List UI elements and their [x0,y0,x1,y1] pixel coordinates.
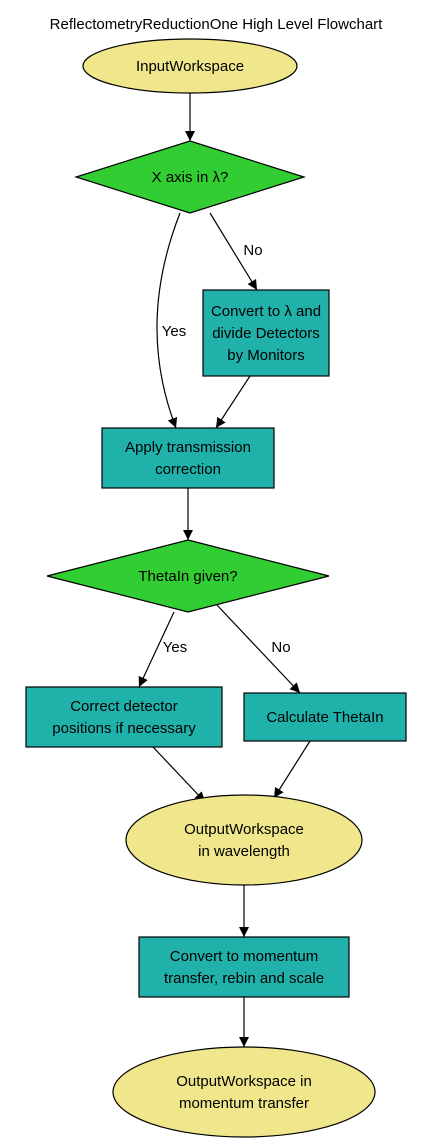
node-apply-transmission: Apply transmission correction [101,427,275,489]
node-correct-detector: Correct detector positions if necessary [25,686,223,748]
edge-label-no: No [271,639,290,656]
node-label-line: Calculate ThetaIn [266,709,383,726]
node-shape-box [138,936,350,998]
edge-calculate_thetain-to-output_wavelength [273,740,311,799]
node-label-line: Convert to momentum [170,948,318,965]
node-label-line: InputWorkspace [136,58,244,75]
node-shape-box [243,692,407,742]
node-label-line: Convert to λ and [211,303,321,320]
node-input-workspace: InputWorkspace [82,38,298,94]
edge-correct_detector-to-output_wavelength [152,746,206,803]
edge-label-no: No [243,242,262,259]
node-label-line: transfer, rebin and scale [164,970,324,987]
node-label-line: momentum transfer [179,1095,309,1112]
node-label-line: in wavelength [198,843,290,860]
node-label-line: OutputWorkspace in [176,1073,312,1090]
node-label-line: OutputWorkspace [184,821,304,838]
node-label-line: positions if necessary [52,720,196,737]
node-shape-box [202,289,330,377]
node-label-line: Apply transmission [125,439,251,456]
node-calculate-thetain: Calculate ThetaIn [243,692,407,742]
node-shape-ellipse [82,38,298,94]
nodes-layer: InputWorkspace X axis in λ? Convert to λ a… [25,38,407,1138]
edge-label-yes: Yes [162,323,186,340]
node-convert-lambda: Convert to λ and divide Detectors by Monit… [202,289,330,377]
node-shape-box [25,686,223,748]
edge-convert_lambda-to-apply_transmission [215,375,251,429]
node-label-line: correction [155,461,221,478]
node-label-line: ThetaIn given? [138,568,237,585]
node-output-momentum: OutputWorkspace in momentum transfer [112,1046,376,1138]
edge-thetain_decision-to-correct_detector [138,611,175,688]
node-label-line: X axis in λ? [152,169,229,186]
node-label-line: by Monitors [227,347,305,364]
edge-x_axis_decision-to-convert_lambda [209,212,258,291]
node-shape-ellipse [125,794,363,886]
node-label-line: divide Detectors [212,325,320,342]
edge-x_axis_decision-to-apply_transmission [156,212,181,429]
node-shape-box [101,427,275,489]
diagram-title: ReflectometryReductionOne High Level Flo… [50,16,383,33]
node-x-axis-decision: X axis in λ? [74,140,306,214]
edge-thetain_decision-to-calculate_thetain [215,603,301,694]
node-thetain-decision: ThetaIn given? [46,539,330,613]
node-shape-diamond [46,539,330,613]
node-shape-ellipse [112,1046,376,1138]
node-label-line: Correct detector [70,698,178,715]
node-shape-diamond [74,140,306,214]
node-output-wavelength: OutputWorkspace in wavelength [125,794,363,886]
node-convert-momentum: Convert to momentum transfer, rebin and s… [138,936,350,998]
edge-label-yes: Yes [163,639,187,656]
